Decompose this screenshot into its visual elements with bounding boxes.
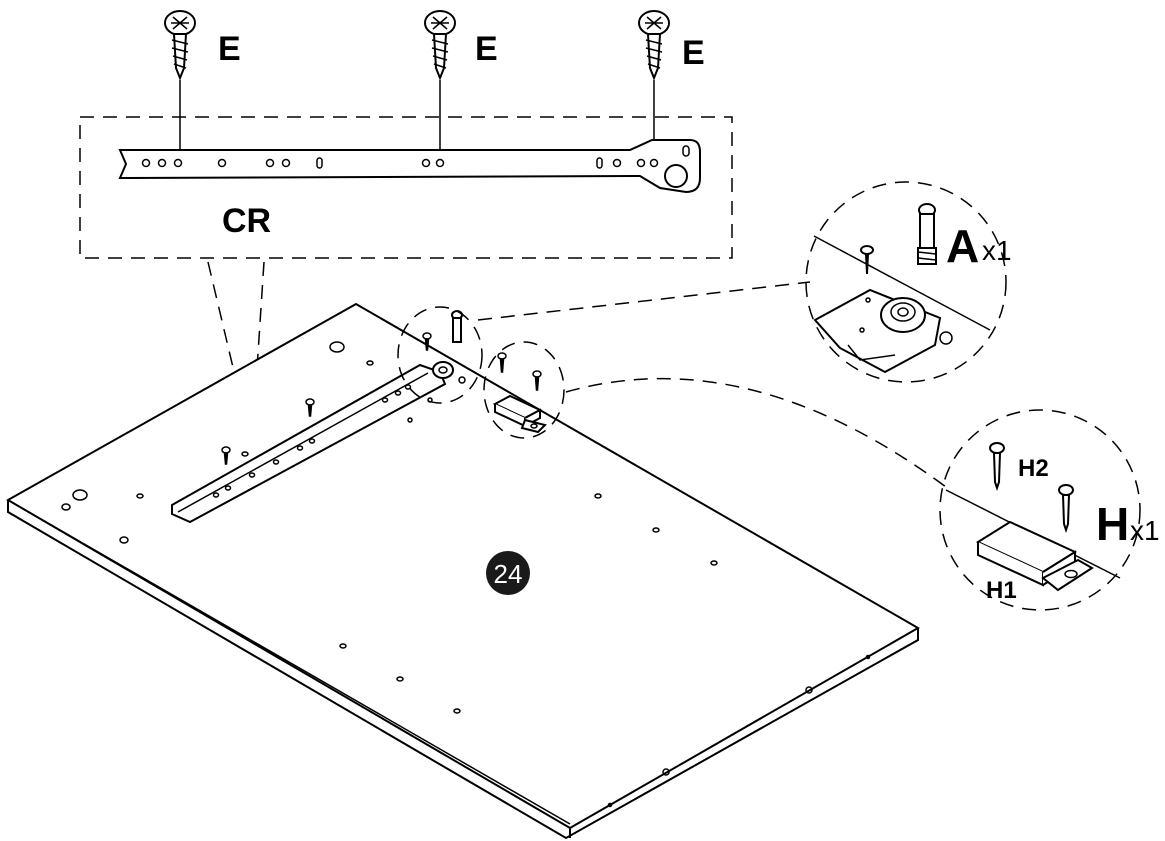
detail-a-circle [805,181,1007,383]
rail-leader-right [251,261,265,446]
detail-a-leader [477,281,811,321]
magnet-catch-on-panel [492,394,547,434]
cam-dowel-on-panel [451,310,463,343]
detail-a-content [813,203,991,374]
screw-e-2-label: E [475,30,498,68]
panel-board [5,302,921,840]
catch-callout-circle [483,341,565,439]
rail-detail-box [79,116,733,259]
part-a-qty: x1 [982,235,1012,266]
rail-leader-left [207,261,237,381]
detail-h-leader [565,377,951,491]
screw-e-2 [424,10,456,81]
screw-e-1 [164,10,196,81]
mounted-rail [171,361,466,524]
screw-e-3-label: E [682,34,705,72]
step-badge: 24 [486,551,530,595]
screw-e-3 [638,10,670,81]
part-h-qty: x1 [1130,515,1160,546]
part-h-label: H [1096,498,1129,550]
rail-part-label: CR [222,202,271,240]
panel-screws [221,332,542,465]
part-h2-label: H2 [1018,455,1049,482]
detail-h-circle [939,409,1141,611]
screw-e-1-label: E [218,30,241,68]
detail-h-content [945,442,1121,592]
drawer-rail-cr [118,139,701,194]
part-a-label: A [946,220,979,272]
step-number: 24 [494,559,523,589]
cam-callout-circle [397,306,483,404]
part-h1-label: H1 [986,577,1017,604]
